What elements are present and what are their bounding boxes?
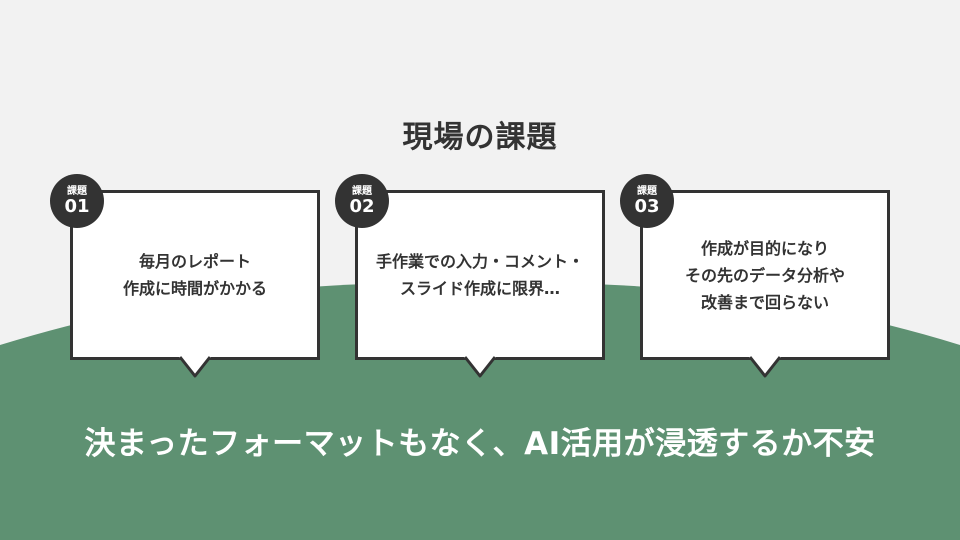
issue-description: 毎月のレポート 作成に時間がかかる xyxy=(76,193,314,357)
badge-number: 02 xyxy=(349,195,375,217)
issue-line: スライド作成に限界… xyxy=(399,279,560,298)
issue-line: 手作業での入力・コメント・ xyxy=(375,252,584,271)
badge-number: 01 xyxy=(64,195,90,217)
badge-label: 課題 xyxy=(352,185,372,197)
issue-description: 作成が目的になり その先のデータ分析や 改善まで回らない xyxy=(646,193,884,357)
issue-card-01: 毎月のレポート 作成に時間がかかる 課題 01 xyxy=(50,174,320,378)
speech-bubble xyxy=(640,190,890,360)
issue-badge: 課題 03 xyxy=(620,174,674,228)
page-title: 現場の課題 xyxy=(402,120,558,156)
issue-card-02: 手作業での入力・コメント・ スライド作成に限界… 課題 02 xyxy=(335,174,605,378)
issue-badge: 課題 02 xyxy=(335,174,389,228)
badge-label: 課題 xyxy=(637,185,657,197)
speech-bubble-tail xyxy=(463,356,497,378)
badge-number: 03 xyxy=(634,195,660,217)
issue-line: その先のデータ分析や xyxy=(684,265,845,285)
badge-label: 課題 xyxy=(67,185,87,197)
issue-badge: 課題 01 xyxy=(50,174,104,228)
speech-bubble-tail xyxy=(178,356,212,378)
bottom-message: 決まったフォーマットもなく、AI活用が浸透するか不安 xyxy=(84,426,876,462)
speech-bubble-tail xyxy=(748,356,782,378)
issue-line: 作成に時間がかかる xyxy=(122,279,267,298)
issue-line: 毎月のレポート xyxy=(138,252,251,271)
speech-bubble xyxy=(355,190,605,360)
issue-line: 作成が目的になり xyxy=(700,238,829,258)
issue-description: 手作業での入力・コメント・ スライド作成に限界… xyxy=(361,193,599,357)
issue-card-03: 作成が目的になり その先のデータ分析や 改善まで回らない 課題 03 xyxy=(620,174,890,378)
issue-line: 改善まで回らない xyxy=(700,292,829,312)
